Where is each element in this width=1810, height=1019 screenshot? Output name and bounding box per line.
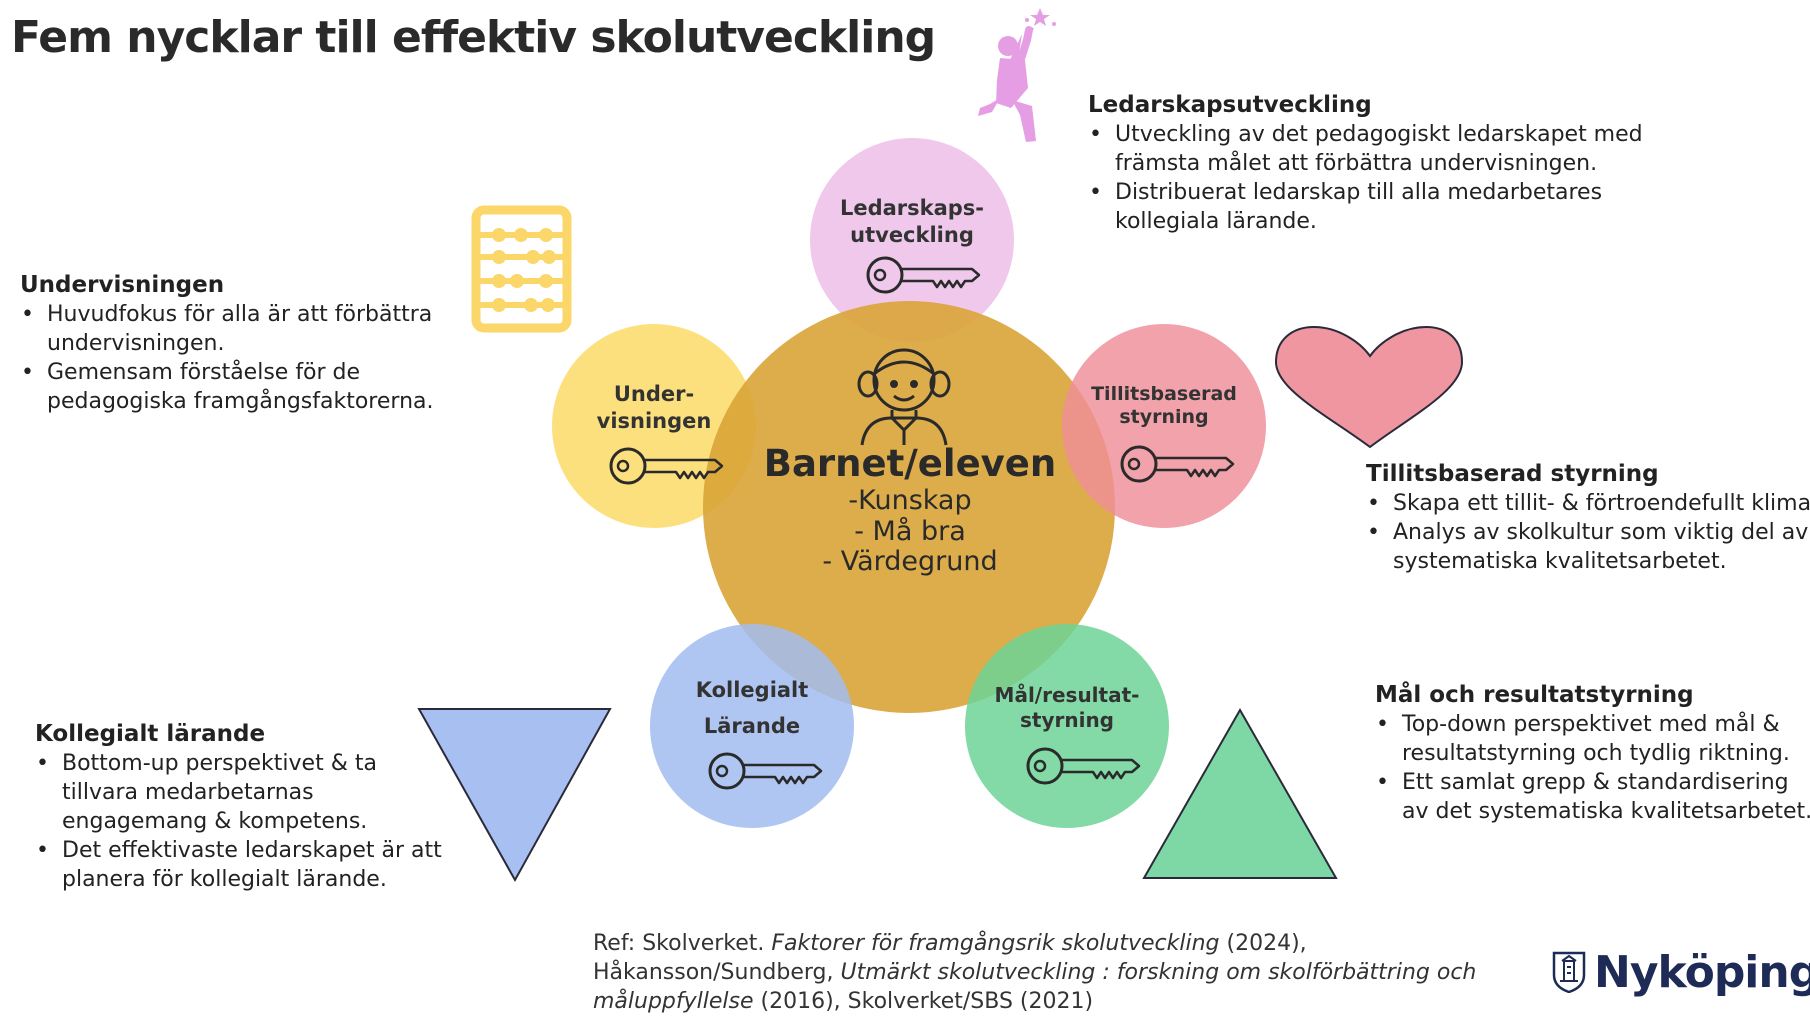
section-heading: Tillitsbaserad styrning <box>1366 461 1659 487</box>
bullet-list: Top-down perspektivet med mål &resultats… <box>1375 710 1810 826</box>
list-item: Huvudfokus för alla är att förbättraunde… <box>20 300 433 358</box>
circle-ledarskap-label-2: utveckling <box>850 223 974 247</box>
circle-mal <box>965 624 1169 828</box>
center-line-1: -Kunskap <box>848 485 971 516</box>
circle-mal-label-1: Mål/resultat- <box>995 683 1140 707</box>
center-line-2: - Må bra <box>854 516 966 547</box>
girl-icon <box>857 348 951 446</box>
section-kollegialt-larande: Kollegialt lärande Bottom-up perspektive… <box>35 719 442 894</box>
reference-text: Ref: Skolverket. Faktorer för framgångsr… <box>593 931 1477 1014</box>
center-line-3: - Värdegrund <box>822 546 997 577</box>
star-icon <box>1030 8 1050 26</box>
circle-mal-label-2: styrning <box>1020 708 1114 732</box>
center-circle <box>703 301 1115 713</box>
section-mal-och-resultatstyrning: Mål och resultatstyrning Top-down perspe… <box>1375 680 1810 826</box>
circle-kollegialt-label-2: Lärande <box>704 714 800 738</box>
center-title: Barnet/eleven <box>764 442 1056 485</box>
circle-undervisning-label-1: Under- <box>614 382 694 406</box>
section-ledarskapsutveckling: Ledarskapsutveckling Utveckling av det p… <box>1088 90 1643 236</box>
circle-tillit-label-1: Tillitsbaserad <box>1091 383 1237 405</box>
list-item: Distribuerat ledarskap till alla medarbe… <box>1088 178 1643 236</box>
section-heading: Undervisningen <box>20 272 225 298</box>
section-heading: Mål och resultatstyrning <box>1375 682 1694 708</box>
list-item: Analys av skolkultur som viktig del avsy… <box>1366 518 1810 576</box>
circle-ledarskap <box>810 138 1014 342</box>
page-title: Fem nycklar till effektiv skolutveckling <box>11 12 936 63</box>
circle-tillit-label-2: styrning <box>1119 406 1208 428</box>
list-item: Det effektivaste ledarskapet är attplane… <box>35 836 442 894</box>
list-item: Top-down perspektivet med mål &resultats… <box>1375 710 1810 768</box>
section-tillitsbaserad-styrning: Tillitsbaserad styrning Skapa ett tillit… <box>1366 459 1810 576</box>
brand-logo: Nyköping <box>1552 946 1810 998</box>
heart-icon <box>1274 325 1464 449</box>
coat-of-arms-icon <box>1552 951 1586 993</box>
bullet-list: Skapa ett tillit- & förtroendefullt klim… <box>1366 489 1810 576</box>
section-heading: Kollegialt lärande <box>35 721 266 747</box>
jumping-person-icon <box>978 26 1036 142</box>
triangle-up-icon <box>1142 707 1338 879</box>
circle-kollegialt-label-1: Kollegialt <box>696 678 809 702</box>
circle-kollegialt <box>650 624 854 828</box>
bullet-list: Huvudfokus för alla är att förbättraunde… <box>20 300 433 416</box>
abacus-icon <box>471 205 572 333</box>
triangle-down-icon <box>417 708 612 883</box>
list-item: Utveckling av det pedagogiskt ledarskape… <box>1088 120 1643 178</box>
circle-undervisning-label-2: visningen <box>597 409 712 433</box>
circle-ledarskap-label-1: Ledarskaps- <box>840 196 984 220</box>
section-heading: Ledarskapsutveckling <box>1088 92 1372 118</box>
bullet-list: Utveckling av det pedagogiskt ledarskape… <box>1088 120 1643 236</box>
section-undervisningen: Undervisningen Huvudfokus för alla är at… <box>20 270 433 416</box>
list-item: Skapa ett tillit- & förtroendefullt klim… <box>1366 489 1810 518</box>
brand-name: Nyköping <box>1594 946 1810 998</box>
